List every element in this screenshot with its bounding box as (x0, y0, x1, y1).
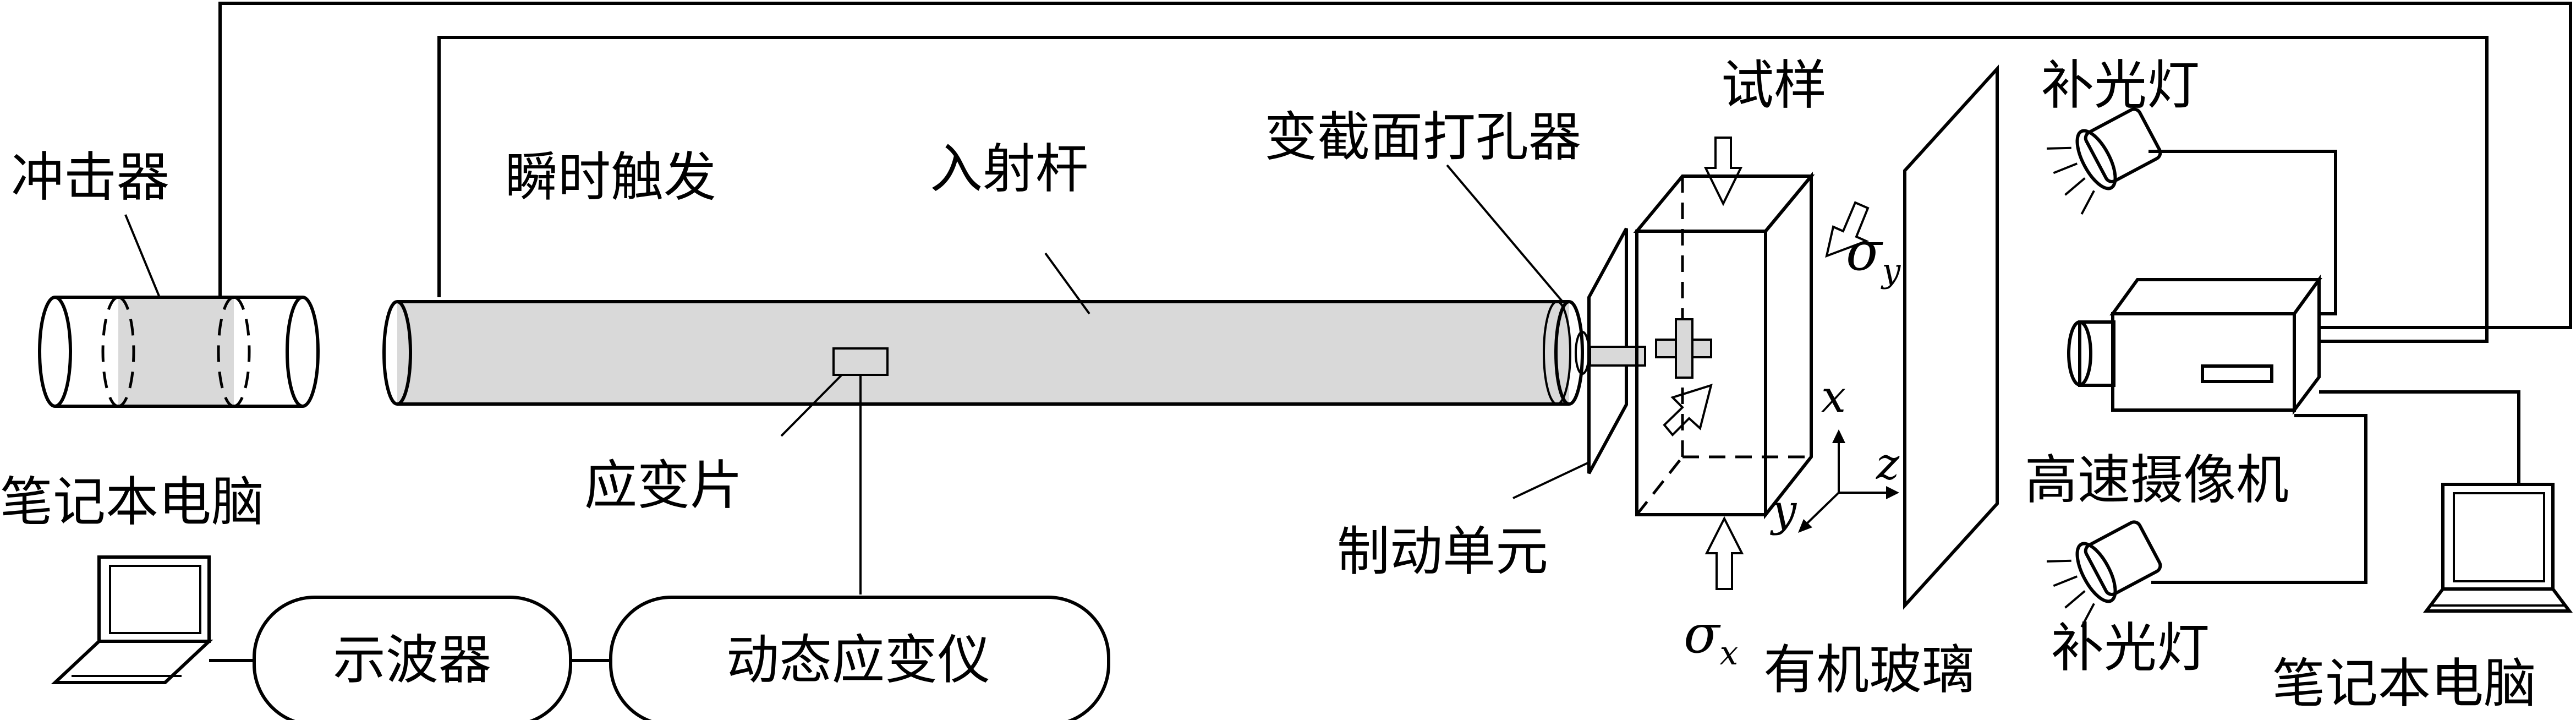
laptop-left-label: 笔记本电脑 (0, 471, 264, 533)
lamp-icon (2046, 520, 2162, 628)
lamp-icon (2046, 107, 2162, 215)
high-speed-camera-label: 高速摄像机 (2025, 449, 2289, 511)
laptop-icon (51, 555, 213, 684)
specimen-cube (1633, 171, 1815, 520)
plexiglass-label: 有机玻璃 (1763, 639, 1975, 701)
arrow-icon (1825, 201, 1870, 258)
sigma-y-symbol: σy (1846, 221, 1901, 290)
axis-z-label: z (1876, 438, 1900, 489)
impactor (38, 214, 320, 408)
loading-arrows (1703, 137, 1870, 590)
brake-unit-label: 制动单元 (1337, 521, 1548, 582)
dynamic-strain-meter-label: 动态应变仪 (726, 629, 990, 691)
laptop-icon (2423, 483, 2573, 613)
specimen-label: 试样 (1721, 54, 1827, 116)
camera-icon (2067, 274, 2322, 415)
dynamic-strain-meter-box (609, 596, 1110, 720)
incident-bar (382, 164, 1590, 406)
high-speed-camera (2067, 274, 2322, 415)
fill-light-top (2046, 107, 2337, 315)
axis-y-label: y (1770, 485, 1797, 536)
fill-light-bottom-label: 补光灯 (2051, 617, 2210, 679)
incident-bar-label: 入射杆 (930, 138, 1088, 200)
plexiglass-plate (1903, 64, 1999, 610)
axis-x-label: x (1821, 371, 1846, 422)
strain-gauge-label: 应变片 (584, 455, 743, 516)
variable-section-punch-label: 变截面打孔器 (1264, 106, 1581, 168)
oscilloscope-label: 示波器 (333, 629, 491, 691)
fill-light-top-label: 补光灯 (2041, 54, 2200, 116)
arrow-icon (1704, 516, 1744, 590)
strain-gauge (780, 347, 889, 594)
impactor-label: 冲击器 (11, 146, 169, 208)
axes (1798, 429, 1899, 533)
laptop-right-label: 笔记本电脑 (2272, 653, 2536, 714)
sigma-x-symbol: σx (1684, 603, 1738, 673)
instant-trigger-label: 瞬时触发 (505, 146, 716, 208)
arrow-icon (1703, 137, 1743, 206)
fill-light-bottom (2046, 414, 2367, 628)
trigger-wires (218, 2, 2572, 343)
